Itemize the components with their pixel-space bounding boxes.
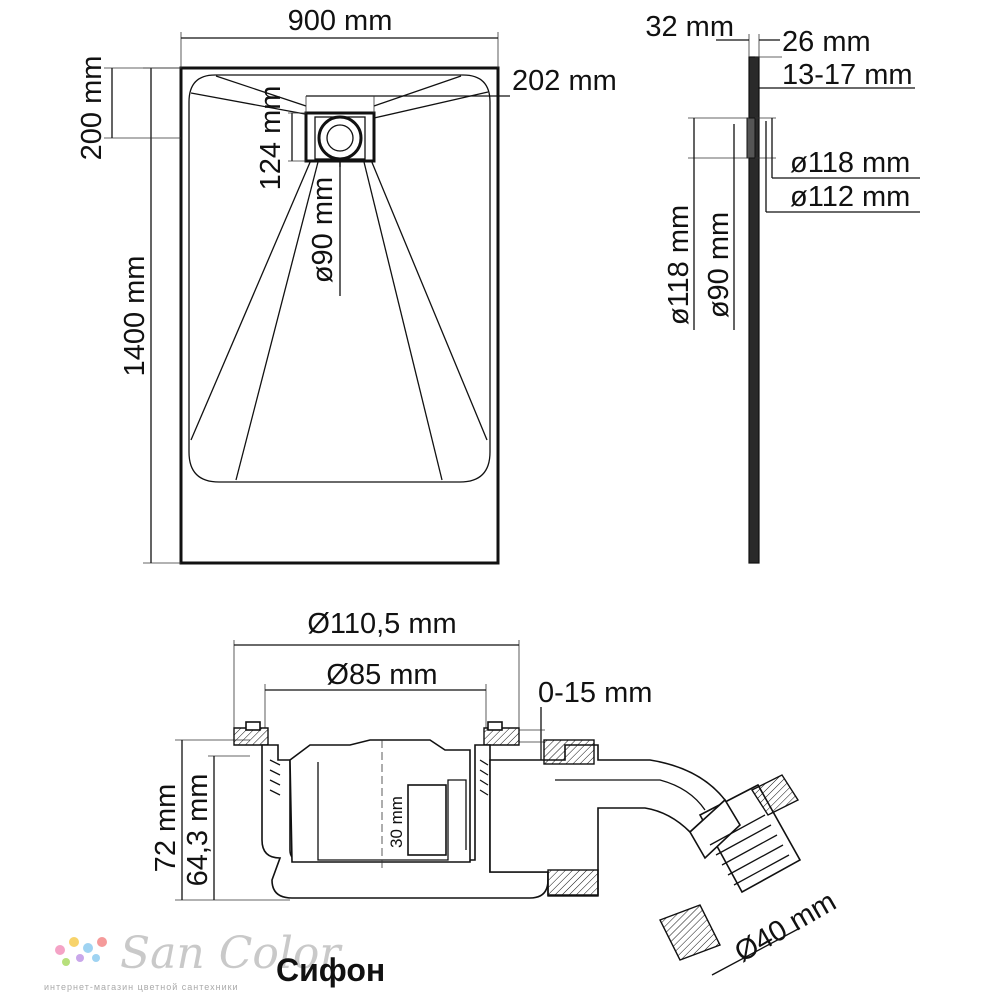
tray-outline	[179, 66, 500, 565]
tray-top-view: 900 mm 1400 mm 200 mm 202 mm 124 mm ø90 …	[76, 5, 617, 565]
body-dia-label: Ø85 mm	[326, 659, 437, 691]
vertical-inner-dia-label: ø90 mm	[703, 212, 735, 318]
drain-grate	[314, 116, 366, 160]
water-seal	[407, 784, 447, 856]
drain-outer-ring	[317, 115, 363, 161]
drain-section	[746, 117, 756, 159]
outer-dia-label: ø118 mm	[790, 147, 910, 179]
total-height-label: 72 mm	[150, 784, 182, 873]
thickness-label: 32 mm	[645, 11, 734, 43]
water-seal-label: 30 mm	[387, 796, 406, 848]
drain-frame	[304, 111, 376, 163]
outlet-pipe	[489, 744, 727, 896]
drain-height-label: 124 mm	[255, 86, 287, 191]
vertical-outer-dia-label: ø118 mm	[663, 205, 695, 325]
width-label: 900 mm	[288, 5, 393, 37]
flange-right	[483, 727, 520, 746]
siphon-section: Ø110,5 mm Ø85 mm 0-15 mm 72 mm 64,3 mm	[150, 608, 842, 976]
logo-text: San Color	[120, 928, 343, 979]
tray-side-view: 32 mm 26 mm 13-17 mm ø118 mm ø112 mm ø11…	[645, 11, 920, 564]
brand-logo: San Color интернет-магазин цветной санте…	[44, 928, 343, 992]
tray-recess	[188, 74, 491, 483]
inner-dia-label: ø112 mm	[790, 181, 910, 213]
body-height-label: 64,3 mm	[182, 774, 214, 887]
page-title: Сифон	[276, 952, 385, 988]
drain-offset-label: 200 mm	[76, 56, 108, 161]
drain-inner-ring	[326, 124, 354, 152]
outlet-dia-label: Ø40 mm	[729, 886, 841, 969]
upper-nut	[543, 739, 595, 765]
inner-thickness-label: 26 mm	[782, 26, 871, 58]
flange-dia-label: Ø110,5 mm	[307, 608, 456, 640]
range-label: 13-17 mm	[782, 59, 913, 91]
drain-box-label: 202 mm	[512, 65, 617, 97]
logo-tagline: интернет-магазин цветной сантехники	[44, 982, 239, 992]
length-label: 1400 mm	[119, 256, 151, 377]
outlet-nut-lower	[659, 904, 721, 961]
slope-lines	[190, 75, 489, 481]
adapter-collar	[750, 774, 800, 816]
tray-section	[748, 56, 760, 564]
adjust-label: 0-15 mm	[538, 677, 652, 709]
outlet-nut	[547, 869, 599, 897]
drain-diameter-label: ø90 mm	[307, 177, 339, 283]
